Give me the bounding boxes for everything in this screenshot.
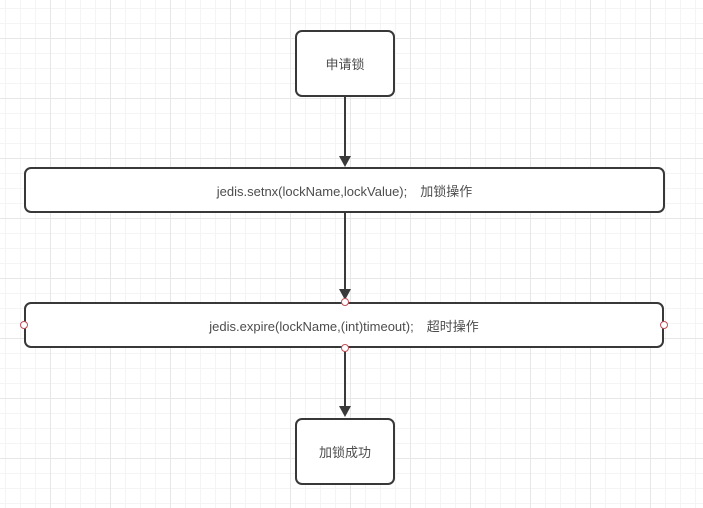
arrow-down-icon	[339, 406, 351, 417]
edge-line	[343, 349, 347, 406]
edge-expire-to-success[interactable]	[339, 349, 351, 417]
node-lock-success-label: 加锁成功	[318, 445, 371, 460]
connection-point-right[interactable]	[660, 321, 668, 329]
edge-start-to-setnx[interactable]	[339, 97, 351, 167]
node-expire-operation-label: jedis.expire(lockName,(int)timeout); 超时操…	[209, 318, 479, 334]
connection-point-bottom[interactable]	[341, 344, 349, 352]
node-apply-lock-label: 申请锁	[325, 57, 365, 72]
node-lock-success[interactable]: 加锁成功	[295, 418, 395, 485]
node-setnx-operation-label: jedis.setnx(lockName,lockValue); 加锁操作	[216, 183, 473, 199]
arrow-down-icon	[339, 289, 351, 300]
edge-setnx-to-expire[interactable]	[339, 213, 351, 300]
node-apply-lock[interactable]: 申请锁	[295, 30, 395, 97]
node-expire-operation[interactable]: jedis.expire(lockName,(int)timeout); 超时操…	[24, 302, 664, 348]
edge-line	[343, 213, 347, 289]
node-setnx-operation[interactable]: jedis.setnx(lockName,lockValue); 加锁操作	[24, 167, 665, 213]
arrow-down-icon	[339, 156, 351, 167]
edge-line	[343, 97, 347, 156]
connection-point-top[interactable]	[341, 298, 349, 306]
connection-point-left[interactable]	[20, 321, 28, 329]
